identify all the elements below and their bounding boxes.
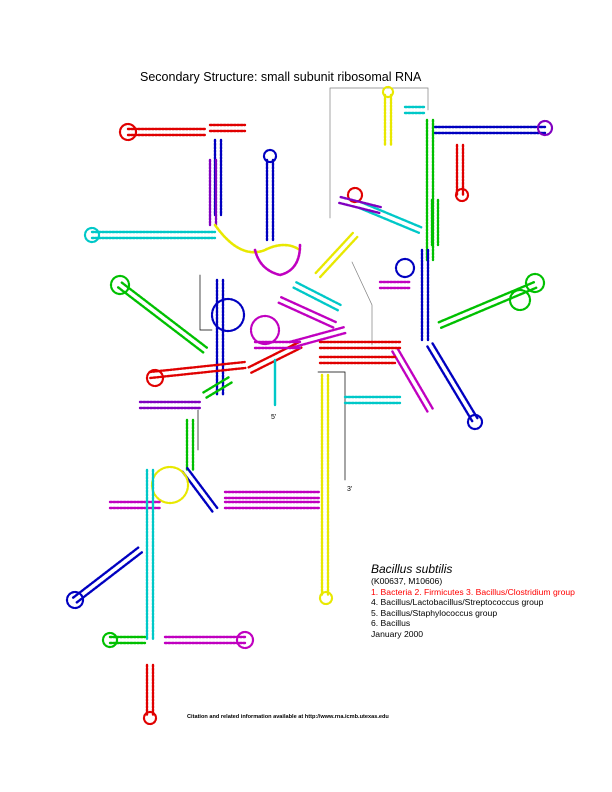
rna-segment-78 [426,345,474,423]
legend: Bacillus subtilis (K00637, M10606) 1. Ba… [371,562,575,640]
citation-footer: Citation and related information availab… [187,714,389,720]
rna-segment-40 [289,331,347,350]
rna-segment-30 [145,368,165,388]
rna-segment-25 [116,286,205,354]
rna-segment-38 [277,301,335,329]
rna-segment-45 [314,231,354,275]
rna-segment-21 [253,243,302,277]
rna-segment-81 [391,350,429,413]
rna-segment-19 [262,148,278,164]
lineage-line-2: 4. Bacillus/Lactobacillus/Streptococcus … [371,597,544,608]
rna-segment-29 [148,360,246,374]
rna-segment-76 [524,272,546,294]
rna-segment-89 [318,590,334,606]
rna-segment-112 [101,631,119,649]
rna-segment-35 [205,381,233,399]
rna-segment-41 [288,325,346,344]
rna-segment-67 [338,201,381,215]
rna-segment-51 [381,85,395,99]
rna-segment-56 [536,119,554,137]
rna-segment-68 [339,195,382,209]
rna-segment-79 [431,342,479,420]
rna-segment-26 [120,281,209,349]
rna-segment-109 [65,590,85,610]
rna-segment-82 [396,347,434,410]
rna-segment-31 [250,346,303,374]
rna-segment-28 [149,366,247,380]
rna-segment-96 [150,465,190,505]
rna-segment-0 [329,87,429,219]
rna-segment-71 [394,257,416,279]
rna-segment-47 [295,281,343,307]
organism-name: Bacillus subtilis [371,562,453,576]
lineage-line-3: 5. Bacillus/Staphylococcus group [371,607,498,618]
three-prime-label: 3' [347,486,353,493]
rna-segment-3 [317,371,346,481]
legend-date: January 2000 [371,628,424,639]
rna-segment-64 [357,206,421,234]
rna-segment-36 [202,376,230,394]
rna-segment-44 [319,235,359,279]
rna-segment-74 [439,286,538,329]
page-title: Secondary Structure: small subunit ribos… [140,70,422,84]
rna-segment-7 [118,122,138,142]
accession-numbers: (K00637, M10606) [371,576,443,586]
rna-segment-39 [280,296,338,324]
rna-segment-59 [454,187,470,203]
rna-segment-1 [199,274,213,331]
rna-segment-115 [235,630,255,650]
rna-segment-75 [437,281,536,324]
rna-segment-65 [359,201,423,229]
rna-segment-95 [186,467,219,510]
rna-segment-22 [210,297,246,333]
rna-segment-46 [292,286,340,312]
rna-segment-2 [351,261,373,346]
lineage-line-4: 6. Bacillus [371,618,411,629]
rna-segment-107 [75,551,144,604]
rna-segment-108 [71,546,140,599]
rna-segment-77 [508,288,532,312]
rna-segment-37 [249,314,281,346]
rna-segment-80 [466,413,484,431]
five-prime-label: 5' [271,414,277,421]
rna-segment-16 [83,226,101,244]
lineage-line-1: 1. Bacteria 2. Firmicutes 3. Bacillus/Cl… [371,586,575,597]
rna-segment-20 [213,223,302,254]
rna-segment-32 [247,341,300,369]
rna-segment-118 [142,710,158,726]
rna-segment-27 [109,274,131,296]
